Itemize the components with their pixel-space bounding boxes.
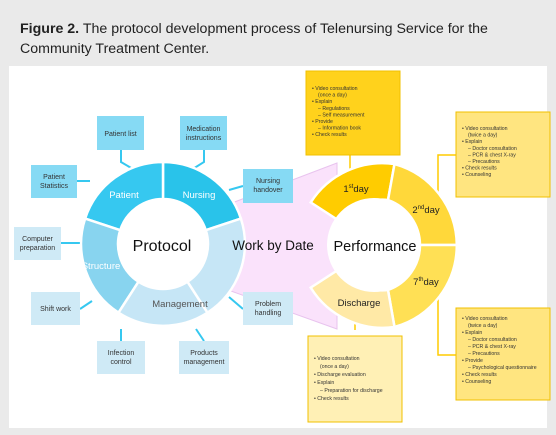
label-discharge: Discharge [338, 298, 381, 309]
note-discharge-line: • Discharge evaluation [314, 372, 366, 378]
label-day2: 2ndday [412, 205, 440, 216]
note-discharge [307, 335, 403, 423]
note-day2-line: – Doctor consultation [468, 146, 517, 152]
box-infection-line1: Infection [108, 350, 135, 357]
segment-management-right [185, 217, 247, 315]
figure-caption-text: The protocol development process of Tele… [20, 21, 488, 57]
note-day2-line: • Check results [462, 166, 497, 172]
figure-caption: Figure 2. The protocol development proce… [20, 19, 540, 59]
box-shift-work: Shift work [31, 292, 80, 325]
label-structure: Structure [82, 261, 121, 272]
box-handover-line1: Nursing [256, 178, 280, 185]
label-nursing: Nursing [183, 190, 216, 201]
box-products-line2: management [184, 359, 225, 366]
segment-patient [83, 160, 165, 232]
note-discharge-line: • Video consultation [314, 356, 360, 362]
performance-title: Performance [333, 239, 416, 255]
note-discharge-line: • Explain [314, 380, 334, 386]
note-day1-line: – Information book [318, 126, 361, 132]
note-day7-line: • Explain [462, 330, 482, 336]
performance-connectors [349, 154, 456, 356]
box-medication-instructions: Medication instructions [180, 116, 227, 150]
note-day2-line: • Counseling [462, 172, 491, 178]
note-day2-line: (twice a day) [468, 133, 498, 139]
box-patient-stats-line2: Statistics [40, 183, 69, 190]
protocol-title: Protocol [133, 238, 192, 255]
label-patient: Patient [109, 190, 139, 201]
note-day2-line: • Video consultation [462, 126, 508, 132]
note-day7-line: • Provide [462, 358, 483, 364]
performance-center [327, 198, 421, 292]
note-day1-line: – Regulations [318, 106, 350, 112]
note-discharge-line: (once a day) [320, 364, 349, 370]
note-day7 [455, 307, 551, 401]
box-infection-control: Infection control [97, 341, 145, 374]
box-computer-line1: Computer [22, 236, 53, 243]
note-day7-line: • Video consultation [462, 316, 508, 322]
box-problem-line2: handling [255, 310, 282, 317]
box-problem-line1: Problem [255, 301, 281, 308]
note-day7-line: • Counseling [462, 379, 491, 385]
note-day2-text: • Video consultation(twice a day)• Expla… [462, 126, 517, 178]
box-problem-handling: Problem handling [243, 292, 293, 325]
note-discharge-line: – Preparation for discharge [320, 388, 383, 394]
note-day7-line: – Doctor consultation [468, 337, 517, 343]
segment-management [116, 279, 210, 327]
box-medication-line2: instructions [186, 135, 222, 142]
box-shift-work-text: Shift work [40, 306, 71, 313]
box-patient-statistics: Patient Statistics [31, 165, 77, 198]
note-day7-line: – Precautions [468, 351, 500, 357]
note-day1-line: (once a day) [318, 93, 347, 99]
label-day7: 7thday [413, 277, 439, 288]
note-discharge-line: • Check results [314, 396, 349, 402]
protocol-center [119, 200, 207, 288]
note-day2 [455, 111, 551, 198]
box-computer-preparation: Computer preparation [14, 227, 61, 260]
note-day1-text: • Video consultation(once a day)• Explai… [312, 86, 365, 138]
box-patient-list-text: Patient list [104, 131, 136, 138]
protocol-donut [79, 160, 247, 327]
note-day7-text: • Video consultation(twice a day)• Expla… [462, 316, 537, 385]
box-infection-line2: control [110, 359, 131, 366]
note-day1 [305, 70, 401, 156]
work-by-date-label: Work by Date [232, 238, 314, 253]
note-day7-line: – Psychological questionnaire [468, 365, 537, 371]
note-day7-line: • Check results [462, 372, 497, 378]
note-day1-line: – Self measurement [318, 112, 365, 118]
note-discharge-text: • Video consultation (once a day) • Discha… [314, 356, 383, 402]
note-day7-line: – PCR & chest X-ray [468, 344, 516, 350]
box-patient-list: Patient list [97, 116, 144, 150]
note-day7-line: (twice a day) [468, 323, 498, 329]
box-handover-line2: handover [253, 187, 283, 194]
label-day1: 1stday [343, 184, 369, 195]
note-day2-line: • Explain [462, 139, 482, 145]
note-day1-line: • Check results [312, 132, 347, 138]
box-medication-line1: Medication [187, 126, 221, 133]
note-day2-line: – Precautions [468, 159, 500, 165]
box-products-management: Products management [179, 341, 229, 374]
note-day1-line: • Explain [312, 99, 332, 105]
note-day1-line: • Provide [312, 119, 333, 125]
note-day1-line: • Video consultation [312, 86, 358, 92]
box-nursing-handover: Nursing handover [243, 169, 293, 203]
box-products-line1: Products [190, 350, 218, 357]
box-patient-stats-line1: Patient [43, 174, 65, 181]
segment-structure [79, 217, 141, 315]
note-day2-line: – PCR & chest X-ray [468, 152, 516, 158]
figure-label: Figure 2. [20, 21, 80, 37]
label-management: Management [152, 299, 208, 310]
box-computer-line2: preparation [20, 245, 56, 252]
performance-donut [308, 161, 459, 329]
